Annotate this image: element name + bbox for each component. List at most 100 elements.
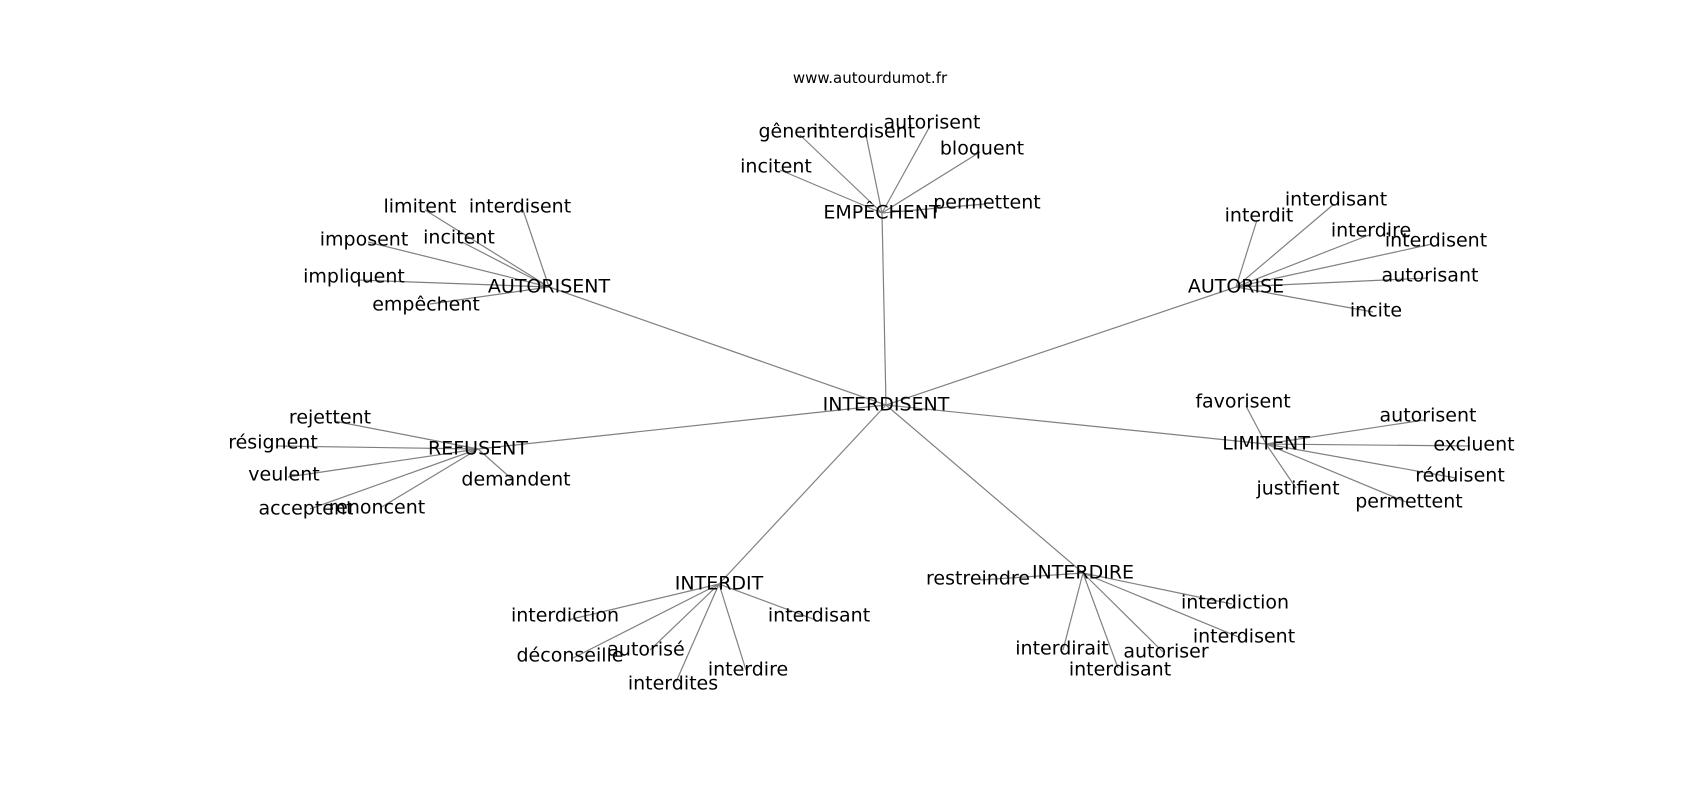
leaf-word[interactable]: incitent: [740, 156, 812, 178]
leaf-word[interactable]: réduisent: [1415, 465, 1505, 487]
leaf-word[interactable]: interdirait: [1015, 638, 1108, 660]
leaf-word[interactable]: déconseille: [517, 645, 624, 667]
leaf-word[interactable]: interdiction: [1181, 592, 1289, 614]
labels-layer: www.autourdumot.fr gênentinterdisentauto…: [228, 69, 1514, 695]
leaf-word[interactable]: interdisent: [1193, 626, 1295, 648]
edge-hub-to-leaf: [1265, 419, 1425, 445]
edge-center-to-hub: [548, 286, 887, 406]
leaf-word[interactable]: limitent: [384, 196, 457, 218]
leaf-word[interactable]: autorisant: [1382, 265, 1479, 287]
edge-hub-to-leaf: [1082, 572, 1119, 669]
edge-hub-to-leaf: [379, 448, 479, 509]
leaf-word[interactable]: interdiction: [511, 605, 619, 627]
leaf-word[interactable]: autorisé: [607, 639, 684, 661]
leaf-word[interactable]: interdisant: [1285, 189, 1387, 211]
leaf-word[interactable]: interdisent: [813, 121, 915, 143]
edge-hub-to-leaf: [357, 279, 550, 288]
leaf-word[interactable]: permettent: [933, 192, 1041, 214]
leaf-word[interactable]: gênent: [759, 121, 826, 143]
leaf-word[interactable]: interdisant: [1069, 659, 1171, 681]
watermark-text: www.autourdumot.fr: [793, 69, 948, 87]
edge-hub-to-leaf: [718, 583, 817, 621]
leaf-word[interactable]: favorisent: [1195, 391, 1290, 413]
hub-word[interactable]: INTERDIT: [675, 573, 764, 595]
edge-hub-to-leaf: [1235, 234, 1370, 288]
edge-hub-to-leaf: [1265, 443, 1471, 447]
edge-hub-to-leaf: [1245, 405, 1267, 445]
edge-hub-to-leaf: [522, 209, 550, 288]
leaf-word[interactable]: demandent: [461, 469, 570, 491]
edge-hub-to-leaf: [865, 134, 883, 214]
leaf-word[interactable]: rejettent: [289, 407, 371, 429]
leaf-word[interactable]: acceptent: [259, 498, 354, 520]
edge-hub-to-leaf: [461, 241, 550, 288]
leaf-word[interactable]: incite: [1350, 300, 1402, 322]
edge-hub-to-leaf: [333, 420, 479, 450]
edge-hub-to-leaf: [675, 583, 720, 683]
edge-hub-to-leaf: [881, 125, 931, 214]
hub-word[interactable]: REFUSENT: [428, 438, 528, 460]
hub-word[interactable]: EMPÊCHENT: [823, 201, 941, 224]
leaf-word[interactable]: excluent: [1433, 434, 1514, 456]
edge-hub-to-leaf: [429, 286, 550, 305]
edge-hub-to-leaf: [572, 583, 720, 659]
edge-hub-to-leaf: [1082, 572, 1233, 605]
leaf-word[interactable]: autoriser: [1123, 641, 1208, 663]
edge-hub-to-leaf: [1062, 572, 1084, 651]
leaf-word[interactable]: interdisant: [768, 605, 870, 627]
leaf-word[interactable]: permettent: [1355, 491, 1463, 513]
edge-center-to-hub: [885, 404, 1084, 574]
edge-hub-to-leaf: [1265, 443, 1297, 489]
center-word[interactable]: INTERDISENT: [823, 394, 950, 416]
hub-word[interactable]: AUTORISE: [1188, 276, 1284, 298]
leaf-word[interactable]: résignent: [228, 432, 318, 454]
edge-hub-to-leaf: [881, 151, 981, 214]
edge-hub-to-leaf: [1082, 572, 1242, 639]
leaf-word[interactable]: bloquent: [940, 138, 1024, 160]
edge-center-to-hub: [477, 404, 887, 450]
leaf-word[interactable]: renoncent: [329, 497, 425, 519]
edge-hub-to-leaf: [779, 169, 883, 214]
edges-layer: [275, 125, 1471, 683]
leaf-word[interactable]: interdites: [628, 673, 718, 695]
edge-hub-to-leaf: [477, 448, 514, 481]
leaf-word[interactable]: veulent: [248, 464, 319, 486]
edge-hub-to-leaf: [424, 209, 550, 288]
leaf-word[interactable]: interdire: [1331, 220, 1411, 242]
leaf-word[interactable]: restreindre: [926, 568, 1030, 590]
edge-hub-to-leaf: [567, 583, 720, 621]
edge-hub-to-leaf: [1235, 203, 1335, 288]
leaf-word[interactable]: autorisent: [884, 112, 981, 134]
hub-word[interactable]: LIMITENT: [1222, 433, 1310, 455]
leaf-word[interactable]: interdisent: [1385, 230, 1487, 252]
leaf-word[interactable]: impliquent: [303, 266, 405, 288]
edge-hub-to-leaf: [1235, 277, 1429, 288]
edge-hub-to-leaf: [979, 572, 1084, 581]
edge-hub-to-leaf: [881, 203, 986, 214]
edge-hub-to-leaf: [275, 445, 479, 450]
edge-hub-to-leaf: [309, 448, 479, 510]
leaf-word[interactable]: autorisent: [1380, 405, 1477, 427]
edge-hub-to-leaf: [1082, 572, 1164, 653]
edge-hub-to-leaf: [1235, 219, 1258, 288]
edge-hub-to-leaf: [649, 583, 720, 651]
leaf-word[interactable]: empêchent: [372, 294, 480, 316]
edge-hub-to-leaf: [287, 448, 479, 478]
edge-hub-to-leaf: [1265, 443, 1457, 479]
edge-center-to-hub: [718, 404, 887, 585]
edge-hub-to-leaf: [1265, 443, 1407, 503]
leaf-word[interactable]: interdire: [708, 659, 788, 681]
leaf-word[interactable]: interdisent: [469, 196, 571, 218]
edge-center-to-hub: [885, 286, 1237, 406]
leaf-word[interactable]: justifient: [1255, 478, 1339, 500]
edge-center-to-hub: [885, 404, 1267, 445]
leaf-word[interactable]: incitent: [423, 227, 495, 249]
edge-hub-to-leaf: [718, 583, 747, 671]
edge-hub-to-leaf: [799, 134, 883, 214]
hub-word[interactable]: INTERDIRE: [1032, 562, 1134, 584]
hub-word[interactable]: AUTORISENT: [488, 276, 611, 298]
edge-center-to-hub: [881, 212, 887, 406]
leaf-word[interactable]: interdit: [1225, 205, 1294, 227]
leaf-word[interactable]: imposent: [320, 229, 409, 251]
